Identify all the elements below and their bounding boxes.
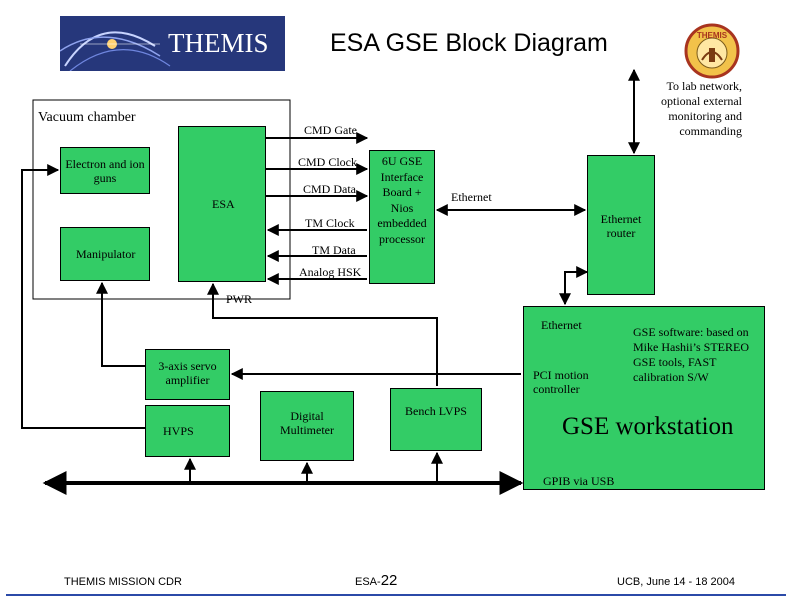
footer-page-digits: 22: [380, 572, 398, 589]
themis-logo: THEMIS: [60, 16, 285, 71]
digital-multimeter-label: Digital Multimeter: [280, 409, 334, 437]
footer-divider: [6, 594, 786, 596]
router-workstation-arrow: [559, 266, 589, 306]
gse-software-label: GSE software: based on Mike Hashii’s STE…: [633, 325, 749, 384]
lab-network-label: To lab network, optional external monito…: [661, 79, 742, 138]
themis-mission-emblem: THEMIS: [683, 22, 741, 80]
vacuum-chamber-outline: [32, 99, 291, 300]
logo-text: THEMIS: [168, 28, 269, 58]
tm-data-label: TM Data: [312, 243, 356, 257]
ethernet-router-box: [587, 155, 655, 295]
emblem-graphic: THEMIS: [684, 23, 740, 79]
footer-page-prefix: ESA-: [355, 576, 381, 588]
gse-interface-board-box: [369, 150, 435, 284]
servo-amplifier-label: 3-axis servo amplifier: [158, 359, 217, 387]
footer-mission-label: THEMIS MISSION CDR: [64, 576, 182, 588]
electron-ion-guns-box: [60, 147, 150, 194]
manipulator-label: Manipulator: [76, 247, 136, 261]
page-title: ESA GSE Block Diagram: [330, 29, 608, 57]
esa-box: [178, 126, 266, 282]
bench-lvps-label: Bench LVPS: [405, 404, 467, 418]
digital-multimeter-box: [260, 391, 354, 461]
bench-lvps-box: [390, 388, 482, 451]
footer-date-label: UCB, June 14 - 18 2004: [617, 576, 736, 588]
vacuum-chamber-label: Vacuum chamber: [38, 110, 136, 125]
hvps-box: [145, 405, 230, 457]
cmd-gate-label: CMD Gate: [304, 123, 357, 137]
gse-workstation-label: GSE workstation: [562, 413, 734, 440]
workstation-ethernet-label: Ethernet: [541, 318, 582, 332]
esa-label: ESA: [212, 197, 235, 211]
hvps-label: HVPS: [163, 424, 194, 438]
cmd-data-label: CMD Data: [303, 182, 356, 196]
emblem-text: THEMIS: [697, 31, 728, 40]
ethernet-label: Ethernet: [451, 190, 492, 204]
servo-amplifier-box: [145, 349, 230, 400]
footer-page-number: ESA-22: [355, 572, 397, 589]
analog-hsk-label: Analog HSK: [299, 265, 362, 279]
themis-logo-graphic: THEMIS: [60, 16, 285, 71]
pci-motion-label: PCI motion controller: [533, 368, 589, 396]
manipulator-box: [60, 227, 150, 281]
gse-interface-board-label: 6U GSE Interface Board + Nios embedded p…: [377, 154, 427, 246]
gse-workstation-box: [523, 306, 765, 490]
tm-clock-label: TM Clock: [305, 216, 355, 230]
pwr-label: PWR: [226, 292, 253, 306]
servo-manipulator-arrow: [96, 281, 145, 367]
pwr-arrow: [207, 282, 438, 386]
electron-ion-guns-label: Electron and ion guns: [65, 157, 145, 185]
ethernet-router-label: Ethernet router: [600, 212, 642, 240]
gpib-label: GPIB via USB: [543, 474, 615, 488]
hvps-guns-arrow: [21, 164, 145, 429]
cmd-clock-label: CMD Clock: [298, 155, 358, 169]
